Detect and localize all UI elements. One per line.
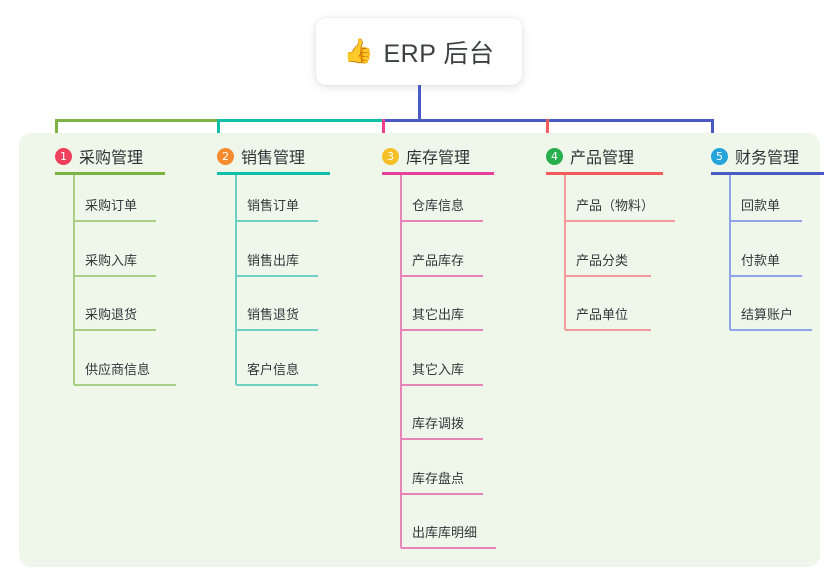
branch-item-label: 产品分类 [576, 252, 629, 268]
branch-item[interactable]: 产品（物料） [565, 195, 675, 222]
branch-item-label: 其它出库 [412, 307, 465, 322]
branch-header-rule-4 [546, 172, 663, 175]
branch-item-label: 产品单位 [576, 307, 629, 322]
branch-header-rule-2 [217, 172, 330, 175]
branch-item[interactable]: 库存盘点 [401, 468, 483, 495]
root-node-card[interactable]: 👍 ERP 后台 [316, 18, 522, 85]
branch-badge-4: 4 [546, 147, 563, 165]
branch-item-label: 采购退货 [85, 307, 138, 322]
branch-item-rule [565, 329, 651, 331]
branch-item[interactable]: 销售退货 [236, 304, 318, 331]
branch-spine-3 [400, 175, 402, 548]
branch-item-rule [236, 274, 318, 277]
branch-item[interactable]: 产品库存 [401, 250, 483, 277]
branch-item-label: 其它入库 [412, 361, 465, 377]
branch-item-label: 销售退货 [247, 307, 300, 322]
branch-item[interactable]: 供应商信息 [74, 359, 176, 386]
branch-item-rule [74, 383, 176, 386]
branch-spine-4 [564, 175, 566, 330]
branch-item-rule [401, 547, 496, 549]
branch-item-rule [730, 329, 812, 331]
branch-badge-2: 2 [217, 147, 234, 165]
branch-item[interactable]: 采购入库 [74, 250, 156, 277]
branch-item-label: 销售订单 [247, 198, 300, 213]
branch-item-label: 出库库明细 [412, 525, 478, 540]
branch-item[interactable]: 回款单 [730, 195, 802, 222]
branch-item-rule [74, 329, 156, 331]
branch-item-label: 客户信息 [247, 361, 300, 377]
branch-item[interactable]: 其它出库 [401, 304, 483, 331]
branch-item[interactable]: 销售出库 [236, 250, 318, 277]
branch-item-rule [236, 383, 318, 386]
branch-title-2: 销售管理 [241, 150, 306, 167]
branch-item-rule [401, 438, 483, 440]
branch-item[interactable]: 产品分类 [565, 250, 651, 277]
branch-item[interactable]: 采购退货 [74, 304, 156, 331]
branch-item[interactable]: 库存调拨 [401, 413, 483, 440]
branch-header-4[interactable]: 4 产品管理 [546, 144, 634, 168]
branch-item-label: 库存盘点 [412, 470, 465, 486]
branch-badge-5: 5 [711, 147, 728, 165]
branch-title-5: 财务管理 [735, 150, 800, 167]
branch-header-5[interactable]: 5 财务管理 [711, 144, 799, 168]
branch-title-1: 采购管理 [79, 150, 144, 167]
branch-item-label: 采购入库 [85, 252, 138, 268]
branch-header-3[interactable]: 3 库存管理 [382, 144, 470, 168]
branch-item-label: 付款单 [741, 252, 781, 268]
branch-badge-3: 3 [382, 147, 399, 165]
branch-item-rule [401, 274, 483, 277]
branch-item-rule [74, 274, 156, 277]
branch-item-rule [401, 329, 483, 331]
branch-item[interactable]: 结算账户 [730, 304, 812, 331]
branch-item[interactable]: 产品单位 [565, 304, 651, 331]
branch-item[interactable]: 客户信息 [236, 359, 318, 386]
branch-item-label: 产品（物料） [576, 198, 655, 213]
branch-item-rule [730, 220, 802, 222]
branch-header-rule-1 [55, 172, 165, 175]
thumbs-up-icon: 👍 [343, 37, 374, 65]
branch-item-rule [730, 274, 802, 277]
branches-panel: 1 采购管理采购订单采购入库采购退货供应商信息 2 销售管理销售订单销售出库销售退货客… [19, 133, 824, 567]
branch-header-rule-5 [711, 172, 824, 175]
branch-spine-2 [235, 175, 237, 385]
branch-item-rule [236, 220, 318, 222]
branch-item[interactable]: 付款单 [730, 250, 802, 277]
branch-item[interactable]: 销售订单 [236, 195, 318, 222]
branch-header-2[interactable]: 2 销售管理 [217, 144, 305, 168]
branch-item-label: 采购订单 [85, 198, 138, 213]
branch-item-rule [401, 492, 483, 495]
branch-header-1[interactable]: 1 采购管理 [55, 144, 143, 168]
branch-title-3: 库存管理 [406, 150, 471, 167]
branch-item[interactable]: 出库库明细 [401, 522, 496, 549]
branch-item-label: 供应商信息 [85, 361, 151, 377]
branch-item-rule [565, 220, 675, 222]
branch-spine-1 [73, 175, 75, 385]
branch-item[interactable]: 仓库信息 [401, 195, 483, 222]
branch-item[interactable]: 其它入库 [401, 359, 483, 386]
root-node-title: ERP 后台 [383, 39, 495, 68]
branch-item-rule [236, 329, 318, 331]
branch-badge-1: 1 [55, 147, 72, 165]
branch-item-label: 产品库存 [412, 252, 465, 268]
trunk-line [418, 85, 421, 122]
branch-item-rule [401, 383, 483, 386]
branch-header-rule-3 [382, 172, 494, 175]
branch-item-label: 库存调拨 [412, 416, 465, 431]
branch-title-4: 产品管理 [570, 150, 635, 167]
bar-segment-teal [217, 119, 384, 122]
branch-item-rule [565, 274, 651, 277]
branch-item[interactable]: 采购订单 [74, 195, 156, 222]
branch-item-rule [401, 220, 483, 222]
bar-segment-green [55, 119, 219, 122]
branch-item-label: 仓库信息 [412, 198, 465, 213]
branch-spine-5 [729, 175, 731, 330]
branch-item-label: 结算账户 [741, 307, 794, 322]
branch-item-label: 销售出库 [247, 252, 300, 268]
branch-item-label: 回款单 [741, 198, 781, 213]
branch-item-rule [74, 220, 156, 222]
